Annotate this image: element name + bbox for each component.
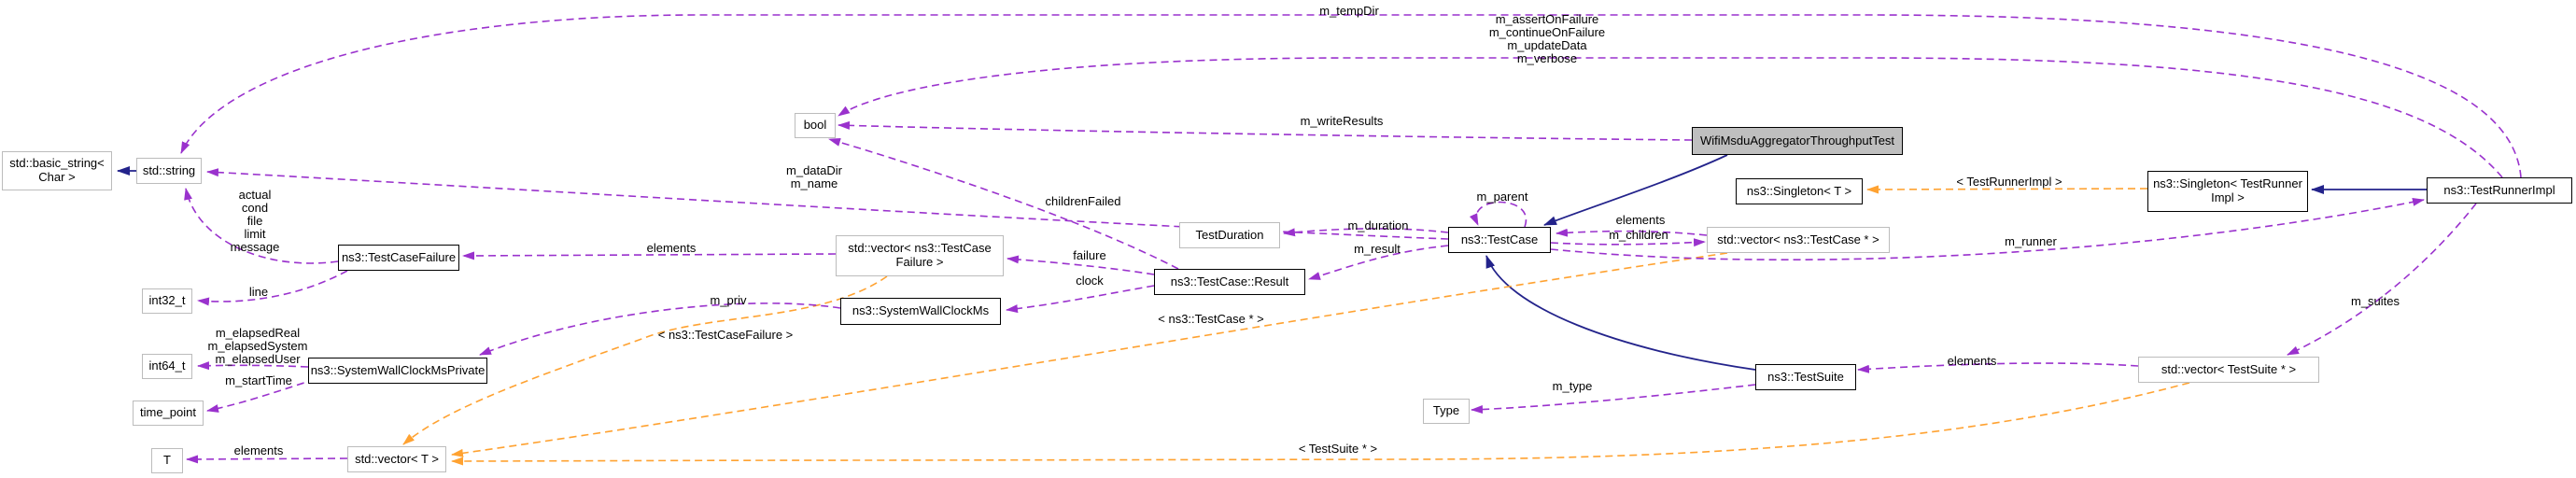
edge-m-tempdir [180,14,2522,178]
edge-elements-t [186,455,348,464]
edge-failure [1006,255,1155,275]
edge-assert-group [838,57,2503,178]
edge-m-starttime [206,378,317,413]
node-time-point[interactable]: time_point [133,401,204,426]
node-int64-t[interactable]: int64_t [142,354,192,379]
node-std-string[interactable]: std::string [136,158,202,184]
edge-childrenfailed [828,138,1179,270]
edge-m-runner [1550,197,2425,260]
edge-string-members [184,188,339,264]
node-std-vector-t[interactable]: std::vector< T > [347,446,446,472]
edge-m-parent-self [1469,201,1527,228]
node-ns3-testrunnerimpl[interactable]: ns3::TestRunnerImpl [2427,177,2572,204]
edge-m-children [1550,238,1706,247]
edge-m-priv [479,302,841,356]
node-ns3-testcase-result[interactable]: ns3::TestCase::Result [1154,269,1305,295]
node-int32-t[interactable]: int32_t [142,288,192,314]
edge-elements-tcf [462,251,837,260]
edge-m-suites [2287,203,2477,356]
edge-tmpl-singleton-testrunnerimpl [1866,185,2148,194]
edge-clock [1006,285,1155,314]
node-ns3-singleton-t[interactable]: ns3::Singleton< T > [1736,178,1863,204]
edge-m-datadir-m-name [206,168,1449,240]
edge-elements-testcase [1555,228,1708,237]
node-std-vector-ns3-testcase-ptr[interactable]: std::vector< ns3::TestCase * > [1707,227,1890,253]
node-wifimsduaggregatorthroughputtest[interactable]: WifiMsduAggregatorThroughputTest [1692,127,1903,155]
node-std-vector-ns3-testcasefailure[interactable]: std::vector< ns3::TestCase Failure > [836,235,1004,276]
node-ns3-testcase[interactable]: ns3::TestCase [1448,227,1551,253]
node-bool[interactable]: bool [795,113,836,138]
node-t[interactable]: T [151,448,183,473]
node-ns3-systemwallclockms[interactable]: ns3::SystemWallClockMs [840,298,1001,325]
node-ns3-testsuite[interactable]: ns3::TestSuite [1755,364,1856,390]
node-testduration[interactable]: TestDuration [1179,222,1280,248]
node-type[interactable]: Type [1423,399,1470,424]
node-std-vector-testsuite-ptr[interactable]: std::vector< TestSuite * > [2138,357,2319,383]
edge-m-writeresults [838,120,1693,141]
edge-m-type [1471,384,1756,415]
edge-inherit-testsuite-testcase [1485,255,1756,371]
edge-elements-testsuite [1857,362,2139,373]
edge-m-result [1308,245,1449,280]
node-ns3-testcasefailure[interactable]: ns3::TestCaseFailure [338,245,459,271]
edge-tmpl-vector-testsuiteptr [451,382,2190,466]
node-ns3-singleton-testrunnerimpl[interactable]: ns3::Singleton< TestRunner Impl > [2147,171,2308,212]
edge-line [197,270,348,306]
edge-inherit-wifimsdu-testcase [1543,154,1728,226]
node-ns3-systemwallclockmsprivate[interactable]: ns3::SystemWallClockMsPrivate [308,358,487,384]
edge-m-duration [1283,228,1449,237]
node-std-basic-string[interactable]: std::basic_string< Char > [2,151,112,190]
edge-elapsed-group [197,361,309,371]
edge-tmpl-vector-testcaseptr [451,252,1728,457]
